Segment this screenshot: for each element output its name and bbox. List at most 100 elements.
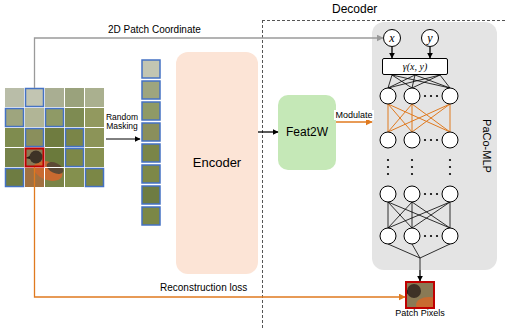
encoder-box: Encoder (176, 52, 258, 274)
ellipsis-dots (436, 193, 438, 195)
feat2w-box: Feat2W (278, 95, 336, 170)
node-label: Patch Pixels (395, 308, 445, 318)
layer-weights (388, 202, 412, 228)
layer-weights (388, 202, 450, 270)
modulated-weights (388, 104, 450, 132)
decoder-region: Feat2Wxyγ(x, y)PaCo-MLPPatch PixelsDecod… (262, 20, 505, 328)
encoding-fan (412, 75, 440, 88)
input-image (45, 128, 65, 148)
ellipsis-dots (424, 235, 426, 237)
ellipsis-dots (387, 159, 389, 161)
neuron (442, 132, 458, 148)
neuron (442, 88, 458, 104)
visible-patch-outline (86, 169, 104, 187)
layer-weights (388, 244, 420, 258)
input-image (5, 88, 25, 108)
neuron (404, 132, 420, 148)
masked-patch-column (142, 186, 160, 204)
modulated-weights (388, 104, 450, 132)
ellipsis-dots (387, 95, 451, 237)
layer-weights (388, 202, 389, 228)
layer-weights (388, 202, 450, 228)
ellipsis-dots (387, 173, 389, 175)
masked-patch-column (142, 144, 160, 162)
node-label: PaCo-MLP (481, 119, 494, 173)
ellipsis-dots (411, 173, 413, 175)
neuron (380, 88, 396, 104)
node-label: Decoder (332, 3, 377, 17)
input-image (85, 88, 104, 108)
connector-arrow (391, 47, 392, 58)
modulated-weights (388, 104, 389, 132)
target-patch-outline (26, 149, 44, 167)
layer-weights (412, 202, 450, 228)
layer-weights (420, 244, 450, 258)
input-circle: x (383, 29, 401, 47)
connector-arrow (258, 131, 278, 132)
layer-weights (420, 258, 421, 270)
input-image (25, 108, 45, 128)
visible-patch-outline (46, 109, 64, 127)
ellipsis-dots (424, 193, 426, 195)
ellipsis-dots (424, 95, 426, 97)
input-image (5, 128, 25, 148)
layer-weights (450, 202, 451, 228)
visible-patch-outline (26, 89, 44, 107)
ellipsis-dots (430, 95, 432, 97)
input-image (65, 108, 85, 128)
input-image (30, 151, 43, 164)
ellipsis-dots (449, 159, 451, 161)
ellipsis-dots (430, 235, 432, 237)
process-label: Random Masking (103, 113, 141, 132)
leader-label: 2D Patch Coordinate (108, 24, 201, 36)
input-image (65, 128, 85, 148)
node-label: y (427, 32, 432, 44)
ellipsis-dots (436, 235, 438, 237)
visible-patch-outline (26, 129, 44, 147)
loss-label: Reconstruction loss (160, 282, 247, 294)
ellipsis-dots (436, 95, 438, 97)
masking-arrow (106, 139, 140, 140)
coordinate-leader (35, 38, 384, 88)
neuron (380, 132, 396, 148)
node-label: γ(x, y) (403, 61, 427, 73)
visible-patch-outline (66, 129, 84, 147)
input-image (25, 88, 45, 108)
encoding-fan (388, 75, 440, 88)
masked-patch-column (142, 102, 160, 120)
input-image (5, 88, 104, 187)
node-label: Feat2W (286, 126, 328, 140)
input-image (85, 108, 104, 128)
layer-weights (388, 202, 450, 228)
neuron (404, 186, 420, 202)
masked-patch-column (142, 60, 160, 225)
connector-arrow (336, 121, 372, 122)
modulated-weights (450, 104, 451, 132)
input-image (45, 108, 65, 128)
input-image (65, 148, 85, 168)
visible-patch-outline (6, 169, 24, 187)
neuron (380, 88, 458, 244)
masked-patch-column (142, 165, 160, 183)
input-image (85, 148, 104, 168)
encoding-box: γ(x, y) (382, 58, 448, 75)
masked-patch-column (142, 60, 160, 78)
input-image (5, 168, 25, 187)
encoding-fan (388, 75, 415, 88)
input-image (5, 148, 25, 168)
modulated-weights (388, 104, 412, 132)
input-circle: y (421, 29, 439, 47)
input-image (85, 128, 104, 148)
neuron (404, 228, 420, 244)
input-image (5, 108, 25, 128)
patch-grid (5, 147, 104, 148)
connector-arrow (429, 47, 430, 58)
node-label: Encoder (193, 156, 241, 171)
output-patch: Patch Pixels (405, 281, 435, 309)
ellipsis-dots (411, 166, 413, 168)
node-label: x (389, 32, 394, 44)
ellipsis-dots (430, 139, 432, 141)
neuron (380, 228, 396, 244)
